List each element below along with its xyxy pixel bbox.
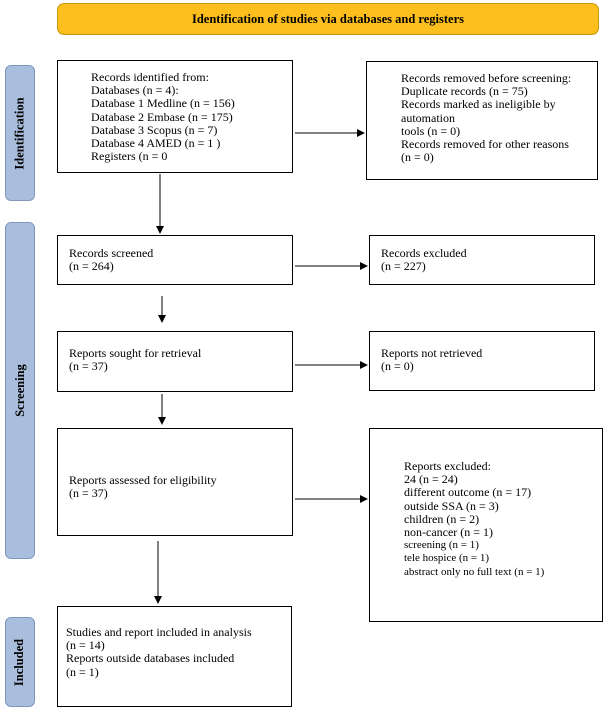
box-line: Reports assessed for eligibility xyxy=(69,473,217,487)
box-line: (n = 1) xyxy=(66,664,99,679)
box-line: Reports excluded: xyxy=(404,459,491,473)
header-banner: Identification of studies via databases … xyxy=(57,3,599,35)
box-line: Reports outside databases included xyxy=(66,651,235,666)
box-line: Database 2 Embase (n = 175) xyxy=(91,109,233,124)
records-identified-box: Records identified from: Databases (n = … xyxy=(57,60,293,173)
box-line: Records removed for other reasons xyxy=(401,137,569,152)
box-line: 24 (n = 24) xyxy=(404,472,458,487)
box-line: Records excluded xyxy=(381,246,467,260)
box-line: Registers (n = 0 xyxy=(91,149,168,164)
phase-identification-label: Identification xyxy=(12,96,27,170)
included-box: Studies and report included in analysis … xyxy=(57,606,292,707)
reports-assessed-box: Reports assessed for eligibility (n = 37… xyxy=(57,428,293,536)
phase-included: Included xyxy=(5,617,35,707)
box-line: Records screened xyxy=(69,246,154,260)
phase-screening: Screening xyxy=(5,222,35,559)
phase-included-label: Included xyxy=(12,638,27,686)
records-excluded-box: Records excluded (n = 227) xyxy=(369,235,595,285)
box-line: Reports not retrieved xyxy=(381,346,483,360)
box-line: Databases (n = 4): xyxy=(91,83,179,98)
box-line: tele hospice (n = 1) xyxy=(404,552,490,565)
box-line: Records identified from: xyxy=(91,70,209,84)
reports-not-retrieved-box: Reports not retrieved (n = 0) xyxy=(369,331,595,391)
box-line: different outcome (n = 17) xyxy=(404,485,532,500)
box-line: (n = 264) xyxy=(69,259,114,274)
box-line: Studies and report included in analysis xyxy=(66,625,252,639)
box-line: automation xyxy=(401,110,455,125)
box-line: outside SSA (n = 3) xyxy=(404,498,499,513)
box-line: non-cancer (n = 1) xyxy=(404,525,494,540)
box-line: (n = 37) xyxy=(69,359,108,374)
box-line: Duplicate records (n = 75) xyxy=(401,84,528,99)
reports-sought-box: Reports sought for retrieval (n = 37) xyxy=(57,331,293,392)
reports-excluded-box: Reports excluded: 24 (n = 24) different … xyxy=(369,428,603,622)
records-screened-box: Records screened (n = 264) xyxy=(57,235,293,285)
box-line: Records marked as ineligible by xyxy=(401,97,556,112)
box-line: Records removed before screening: xyxy=(401,71,572,85)
box-line: (n = 14) xyxy=(66,638,105,653)
phase-screening-label: Screening xyxy=(12,364,27,417)
box-line: Database 3 Scopus (n = 7) xyxy=(91,122,218,137)
box-line: (n = 0) xyxy=(401,150,434,165)
box-line: Database 4 AMED (n = 1 ) xyxy=(91,136,221,151)
box-line: (n = 37) xyxy=(69,486,108,501)
box-line: Database 1 Medline (n = 156) xyxy=(91,96,235,111)
box-line: children (n = 2) xyxy=(404,511,480,526)
box-line: (n = 227) xyxy=(381,259,426,274)
header-title: Identification of studies via databases … xyxy=(191,11,464,26)
records-removed-box: Records removed before screening: Duplic… xyxy=(366,61,598,180)
box-line: tools (n = 0) xyxy=(401,123,461,138)
phase-identification: Identification xyxy=(5,65,35,201)
box-line: abstract only no full text (n = 1) xyxy=(404,565,545,578)
box-line: screening (n = 1) xyxy=(404,539,479,552)
box-line: (n = 0) xyxy=(381,359,414,374)
box-line: Reports sought for retrieval xyxy=(69,346,202,360)
